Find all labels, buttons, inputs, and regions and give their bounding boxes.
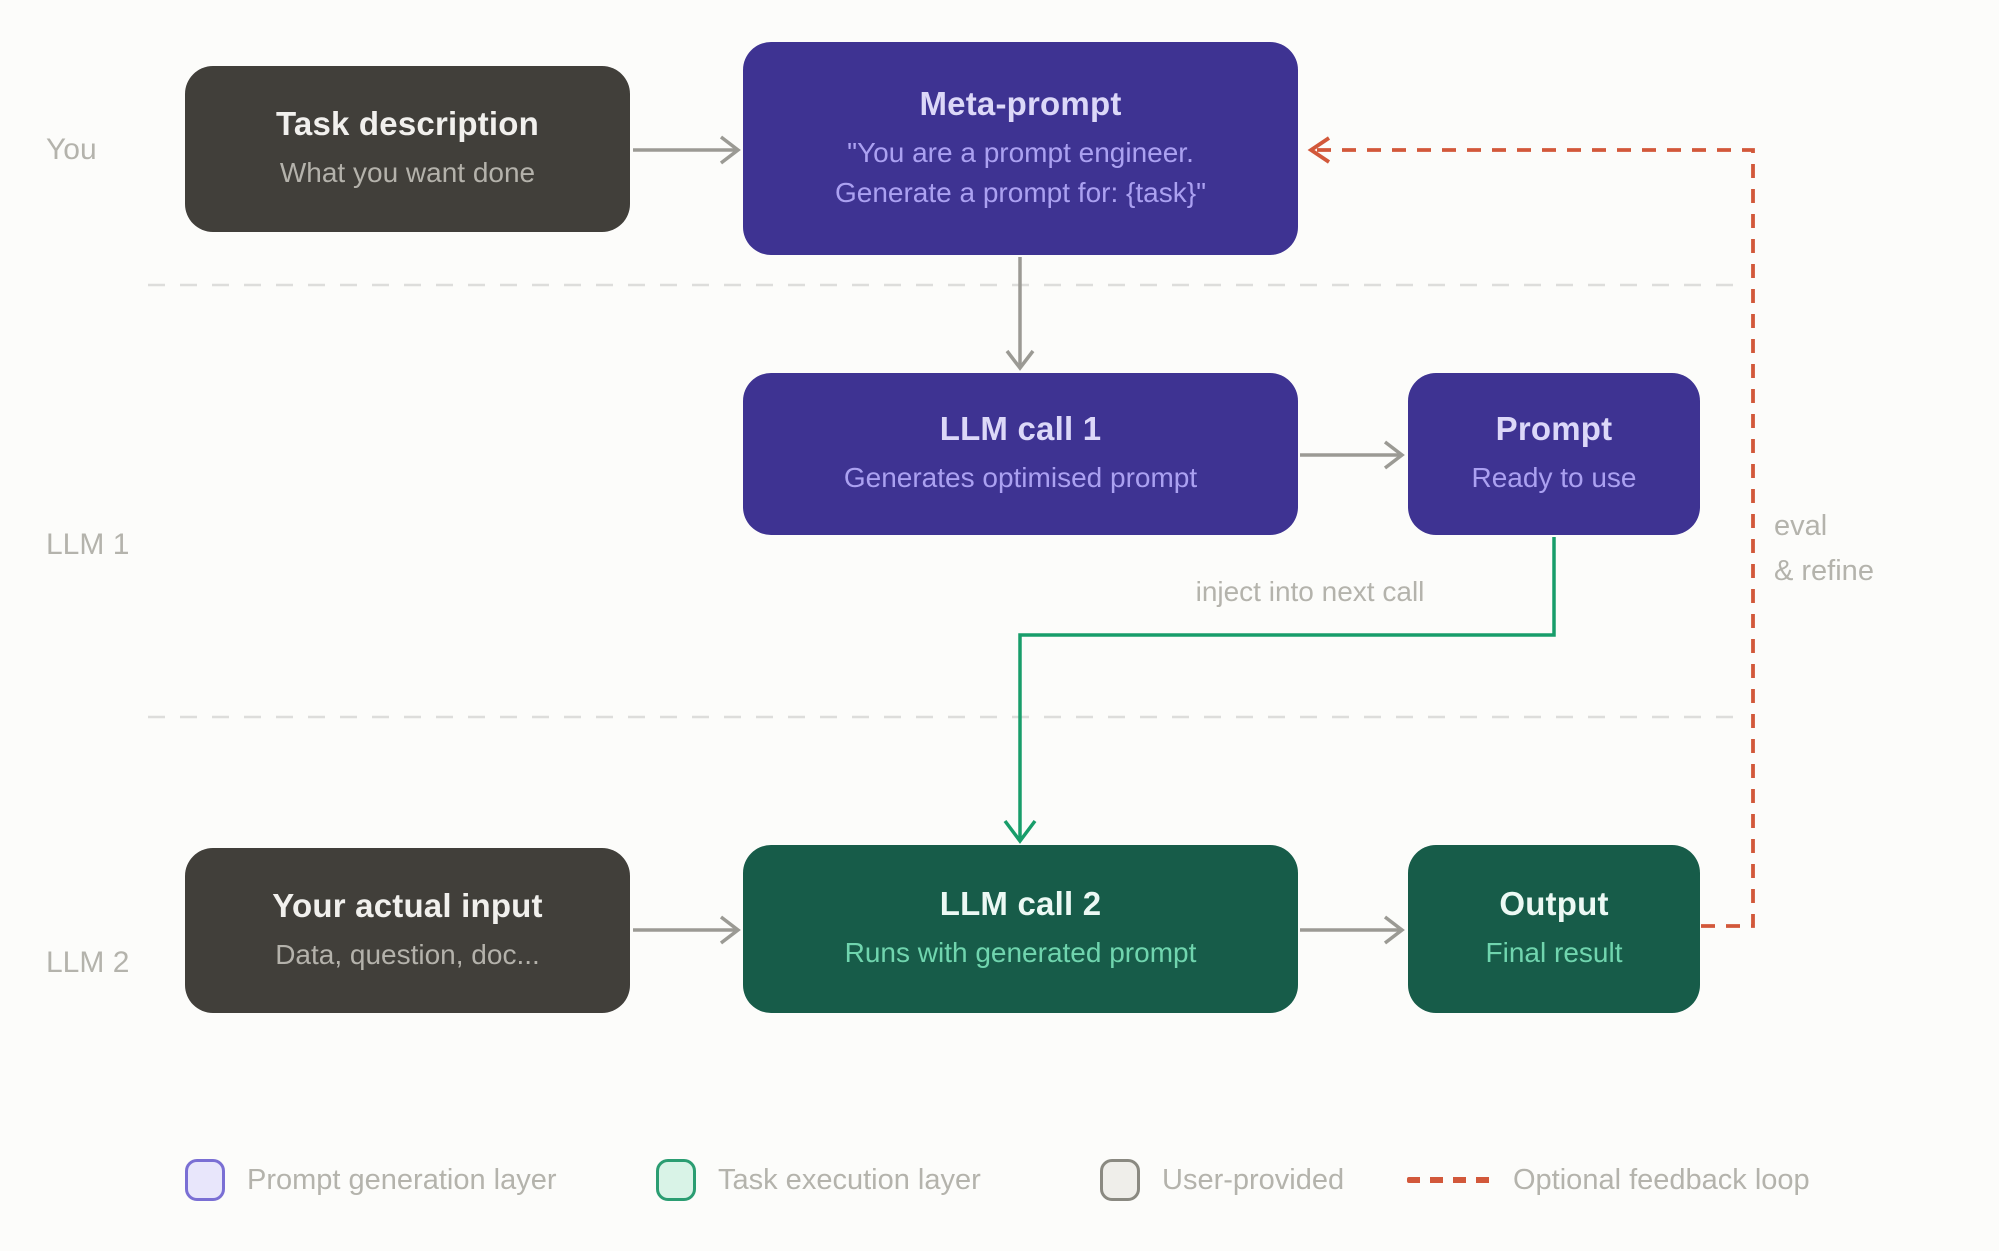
node-llm2-subtitle: Runs with generated prompt — [844, 937, 1197, 969]
node-llm1-subtitle: Generates optimised prompt — [843, 462, 1198, 494]
legend-item-task-execution: Task execution layer — [656, 1156, 981, 1204]
node-meta-prompt: Meta-prompt "You are a prompt engineer. … — [743, 42, 1298, 255]
legend-label-user-provided: User-provided — [1162, 1163, 1345, 1196]
node-task-subtitle: What you want done — [279, 157, 536, 189]
legend-label-feedback-loop: Optional feedback loop — [1513, 1163, 1810, 1196]
node-llm1-title: LLM call 1 — [939, 410, 1102, 448]
legend-swatch-task-execution — [656, 1159, 696, 1201]
node-input-subtitle: Data, question, doc... — [275, 938, 540, 970]
node-task-title: Task description — [276, 105, 539, 143]
annotation-eval-line2: & refine — [1774, 554, 1874, 587]
annotation-inject-into-next-call: inject into next call — [1195, 576, 1425, 607]
lane-label-you: You — [46, 133, 97, 166]
node-llm2-title: LLM call 2 — [939, 885, 1102, 923]
legend-swatch-prompt-generation — [185, 1159, 225, 1201]
legend-item-user-provided: User-provided — [1100, 1156, 1344, 1204]
arrow-task-to-meta — [633, 135, 741, 165]
lane-label-llm1: LLM 1 — [46, 528, 130, 561]
node-llm-call-1: LLM call 1 Generates optimised prompt — [743, 373, 1298, 535]
node-meta-title: Meta-prompt — [919, 85, 1122, 123]
annotation-eval-refine: eval & refine — [1774, 504, 1874, 594]
arrow-meta-to-llm1 — [1005, 257, 1035, 371]
legend-dashed-line-sample — [1407, 1177, 1491, 1183]
node-your-actual-input: Your actual input Data, question, doc... — [185, 848, 630, 1013]
arrow-llm2-to-output — [1300, 915, 1405, 945]
node-task-description: Task description What you want done — [185, 66, 630, 232]
node-input-title: Your actual input — [272, 886, 543, 924]
legend-label-task-execution: Task execution layer — [718, 1163, 981, 1196]
node-prompt-subtitle: Ready to use — [1471, 462, 1637, 494]
legend-label-prompt-generation: Prompt generation layer — [247, 1163, 557, 1196]
node-output-title: Output — [1499, 885, 1609, 923]
legend-swatch-user-provided — [1100, 1159, 1140, 1201]
lane-label-llm2: LLM 2 — [46, 946, 130, 979]
legend-item-feedback-loop: Optional feedback loop — [1407, 1156, 1810, 1204]
node-prompt: Prompt Ready to use — [1408, 373, 1700, 535]
legend-item-prompt-generation: Prompt generation layer — [185, 1156, 557, 1204]
arrow-input-to-llm2 — [633, 915, 741, 945]
node-llm-call-2: LLM call 2 Runs with generated prompt — [743, 845, 1298, 1013]
arrow-llm1-to-prompt — [1300, 440, 1405, 470]
node-prompt-title: Prompt — [1495, 410, 1613, 448]
annotation-eval-line1: eval — [1774, 510, 1828, 542]
node-output: Output Final result — [1408, 845, 1700, 1013]
node-meta-subtitle: "You are a prompt engineer. Generate a p… — [834, 137, 1207, 208]
node-output-subtitle: Final result — [1485, 937, 1623, 969]
